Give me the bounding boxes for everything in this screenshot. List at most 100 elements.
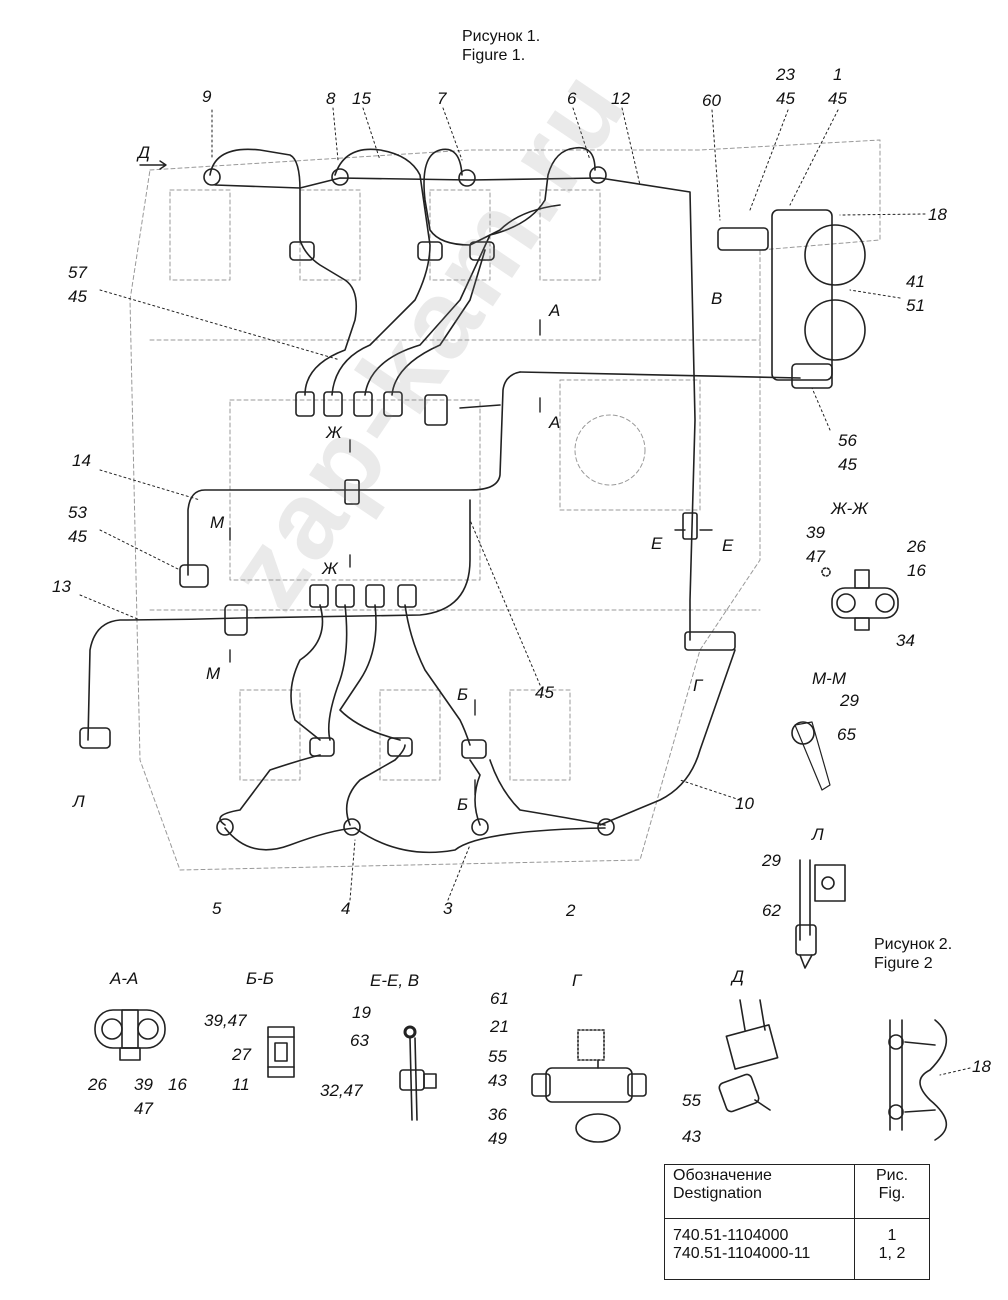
section-mark-zh-top: Ж: [326, 423, 342, 442]
section-title-l: Л: [812, 825, 824, 844]
header-designation: Обозначение Destignation: [664, 1164, 855, 1219]
designation-value: 740.51-1104000: [673, 1226, 789, 1244]
figure-2-title-en: Figure 2: [874, 955, 933, 972]
designation-table: Обозначение Destignation Рис. Fig. 740.5…: [664, 1164, 930, 1281]
callout-18-fig2: 18: [972, 1057, 991, 1076]
callout-13: 13: [52, 577, 71, 596]
fig-value: 1, 2: [878, 1244, 906, 1262]
section-zh-zh-drawing: [821, 567, 899, 631]
callout-29-l: 29: [762, 851, 781, 870]
callout-26-a: 26: [88, 1075, 107, 1094]
callout-36: 36: [488, 1105, 507, 1124]
callout-47-a: 47: [134, 1099, 153, 1118]
callout-32-47: 32,47: [320, 1081, 363, 1100]
header-fig: Рис. Fig.: [854, 1164, 930, 1219]
section-mark-e-left: Е: [651, 534, 663, 553]
figure-1-title-ru: Рисунок 1.: [462, 28, 541, 45]
callout-43-g: 43: [488, 1071, 507, 1090]
callout-8: 8: [326, 89, 336, 108]
callout-21: 21: [490, 1017, 509, 1036]
section-g-drawing: [531, 1029, 647, 1143]
figure-2-title-ru: Рисунок 2.: [874, 936, 953, 953]
pump-outlet-fittings: [295, 391, 417, 608]
low-pressure-lines: [79, 371, 801, 826]
upper-bank-pipes: [209, 146, 696, 641]
callout-39-47-b: 39,47: [204, 1011, 247, 1030]
callout-34: 34: [896, 631, 915, 650]
callout-10: 10: [735, 794, 754, 813]
section-title-d: Д: [732, 967, 744, 986]
callout-62: 62: [762, 901, 781, 920]
section-mark-zh-bottom: Ж: [322, 559, 338, 578]
callout-45-c: 45: [68, 287, 87, 306]
callout-7: 7: [437, 89, 447, 108]
section-d-drawing: [718, 999, 779, 1113]
section-mark-m-bottom: М: [206, 664, 221, 683]
table-row: 740.51-1104000 740.51-1104000-11 1 1, 2: [664, 1217, 930, 1281]
section-title-m-m: М-М: [812, 669, 846, 688]
callout-15: 15: [352, 89, 371, 108]
figure-1-title-en: Figure 1.: [462, 47, 526, 64]
section-mark-b-bottom: Б: [457, 795, 469, 814]
callout-63: 63: [350, 1031, 369, 1050]
fuel-filter-block: [717, 209, 866, 389]
callout-9: 9: [202, 87, 212, 106]
header-fig-ru: Рис.: [875, 1167, 909, 1184]
callout-29-m: 29: [840, 691, 859, 710]
callout-61: 61: [490, 989, 509, 1008]
callout-45-e: 45: [68, 527, 87, 546]
section-mark-v: В: [711, 289, 723, 308]
lower-bank-nozzle-fittings: [216, 737, 615, 836]
callout-45-f: 45: [535, 683, 554, 702]
designation-value: 740.51-1104000-11: [673, 1244, 811, 1262]
fig-cell: 1 1, 2: [854, 1217, 930, 1281]
callout-57: 57: [68, 263, 87, 282]
fig-value: 1: [887, 1226, 897, 1244]
section-mark-d: Д: [138, 143, 150, 162]
callout-16-zh: 16: [907, 561, 926, 580]
callout-12: 12: [611, 89, 630, 108]
header-designation-en: Destignation: [673, 1185, 762, 1202]
callout-18: 18: [928, 205, 947, 224]
callout-4: 4: [341, 899, 351, 918]
leader-lines: [79, 107, 926, 901]
table-header-row: Обозначение Destignation Рис. Fig.: [664, 1164, 930, 1219]
figure-2-drawing: [888, 1019, 971, 1141]
upper-bank-nozzle-fittings: [203, 166, 607, 261]
section-a-a-drawing: [94, 1009, 166, 1061]
callout-14: 14: [72, 451, 91, 470]
callout-47-zh: 47: [806, 547, 825, 566]
callout-45-d: 45: [838, 455, 857, 474]
callout-6: 6: [567, 89, 577, 108]
section-mark-e-right: Е: [722, 536, 734, 555]
callout-55-d: 55: [682, 1091, 701, 1110]
section-m-m-drawing: [791, 721, 831, 791]
callout-27: 27: [232, 1045, 251, 1064]
section-e-e-v-drawing: [399, 1025, 437, 1121]
callout-2: 2: [566, 901, 576, 920]
section-mark-g: Г: [693, 676, 703, 695]
callout-49: 49: [488, 1129, 507, 1148]
callout-3: 3: [443, 899, 453, 918]
callout-45-b: 45: [828, 89, 847, 108]
section-cut-markers: [139, 160, 713, 796]
callout-55-g: 55: [488, 1047, 507, 1066]
callout-11: 11: [232, 1075, 250, 1094]
section-mark-a-bottom: А: [549, 413, 561, 432]
section-mark-m-top: М: [210, 513, 225, 532]
callout-23: 23: [776, 65, 795, 84]
lower-bank-pipes: [219, 604, 606, 854]
section-title-e-e-v: Е-Е, В: [370, 971, 420, 990]
section-title-zh-zh: Ж-Ж: [831, 499, 868, 518]
callout-26-zh: 26: [907, 537, 926, 556]
callout-1: 1: [833, 65, 843, 84]
designation-cell: 740.51-1104000 740.51-1104000-11: [664, 1217, 855, 1281]
section-title-g: Г: [572, 971, 582, 990]
callout-16-a: 16: [168, 1075, 187, 1094]
header-fig-en: Fig.: [878, 1185, 906, 1202]
section-mark-a-top: А: [549, 301, 561, 320]
section-mark-l: Л: [73, 792, 85, 811]
header-designation-ru: Обозначение: [673, 1167, 772, 1184]
